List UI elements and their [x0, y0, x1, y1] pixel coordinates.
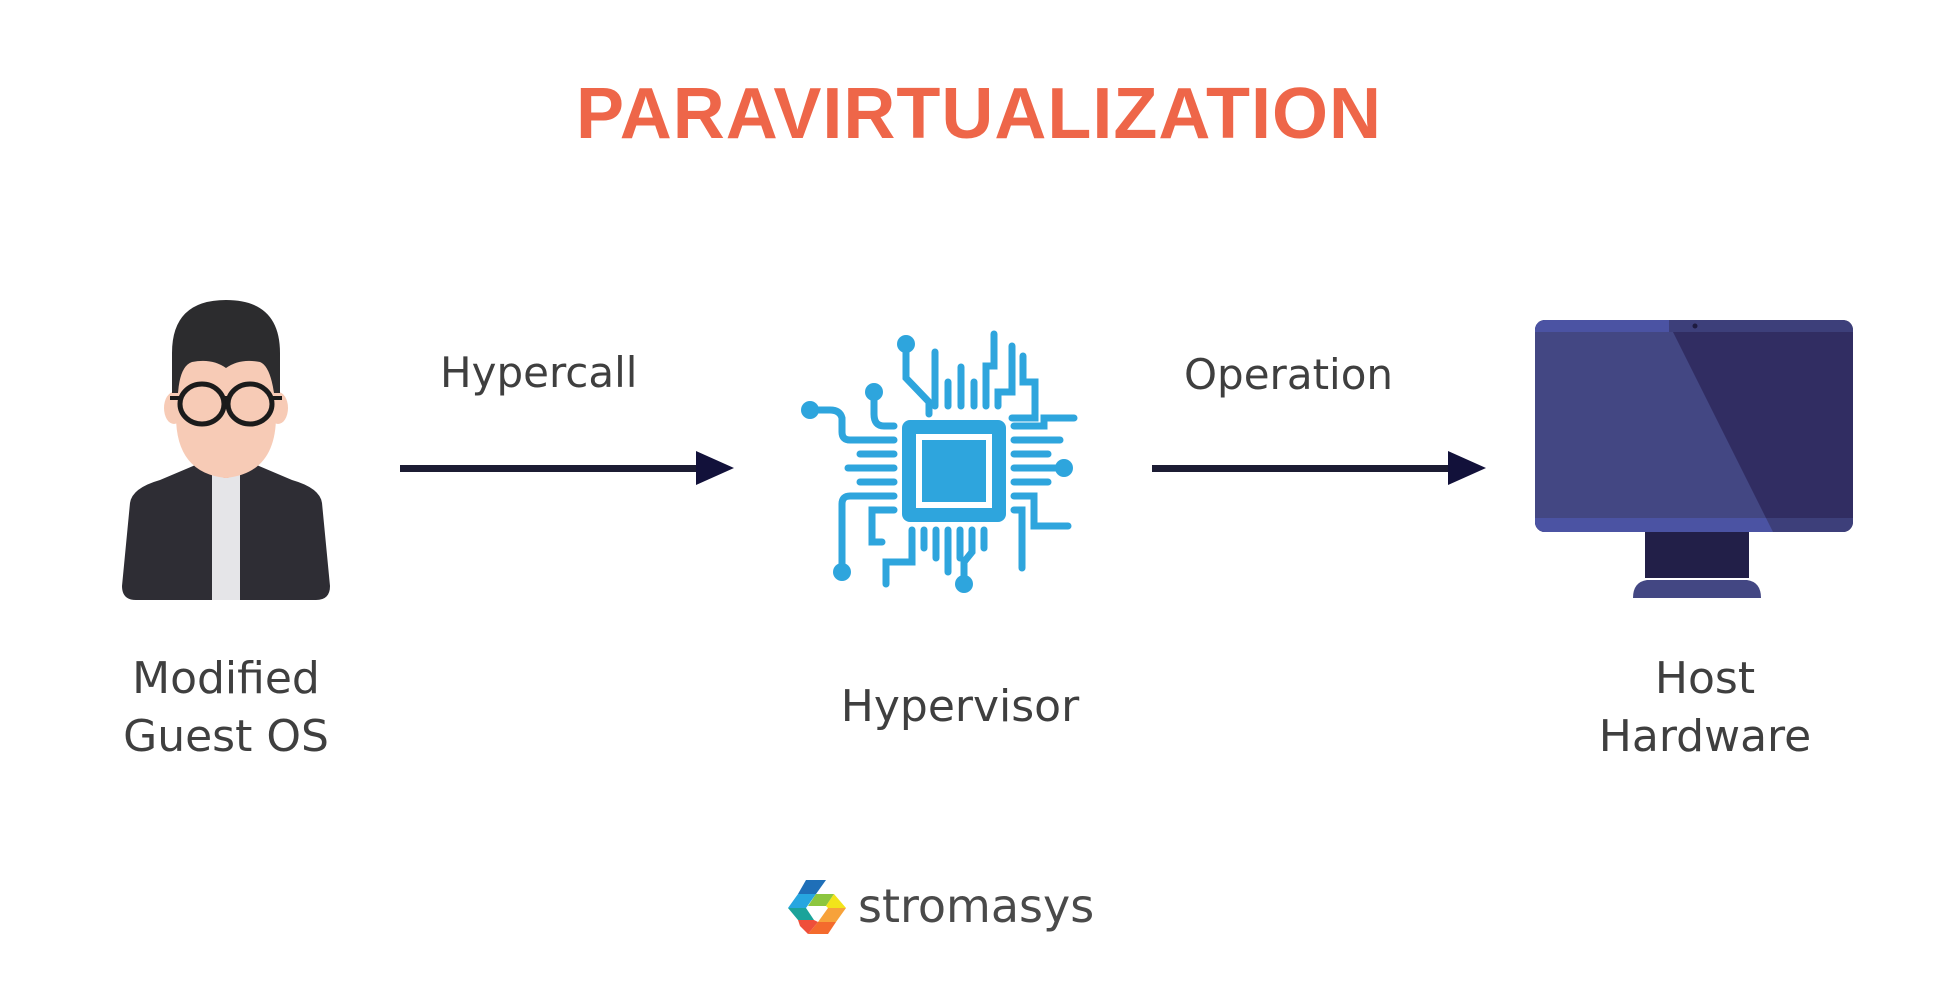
node-label-host-hardware: Host Hardware [1555, 650, 1855, 766]
diagram-title: PARAVIRTUALIZATION [576, 74, 1382, 154]
edge-label-operation: Operation [1184, 350, 1394, 399]
node-label-line: Host [1654, 653, 1756, 704]
node-label-line: Hardware [1598, 711, 1812, 762]
person-with-glasses-icon [120, 298, 332, 600]
node-label-line: Guest OS [123, 711, 329, 762]
edge-label-hypercall: Hypercall [440, 348, 638, 397]
arrow-right-icon [398, 448, 738, 488]
node-label-guest-os: Modified Guest OS [76, 650, 376, 766]
microchip-icon [798, 322, 1086, 602]
brand-name: stromasys [858, 879, 1095, 933]
desktop-monitor-icon [1533, 318, 1875, 600]
arrow-right-icon [1150, 448, 1490, 488]
node-label-hypervisor: Hypervisor [840, 681, 1080, 732]
node-label-line: Modified [132, 653, 320, 704]
stromasys-logo-icon [786, 876, 848, 936]
brand-logo: stromasys [786, 876, 1094, 936]
